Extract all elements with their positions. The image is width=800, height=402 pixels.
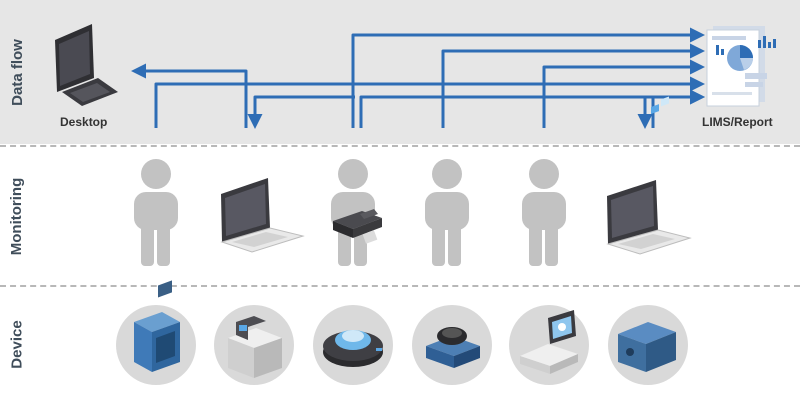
laptop-icon — [606, 180, 692, 255]
flow-arrow-3 — [351, 27, 705, 128]
flow-arrow-9 — [651, 89, 705, 128]
person-icon — [134, 159, 178, 266]
lims-report-icon — [706, 26, 776, 107]
flow-arrow-4 — [247, 95, 355, 129]
centrifuge-icon — [313, 305, 393, 385]
flow-arrow-6 — [441, 43, 705, 128]
flow-arrow-7 — [542, 59, 705, 128]
person-icon — [425, 159, 469, 266]
flow-arrow-5 — [359, 89, 705, 128]
flow-arrow-1 — [154, 76, 705, 128]
separator-bottom — [0, 285, 800, 287]
person-with-usb-icon — [331, 159, 382, 266]
desktop-icon — [55, 24, 118, 106]
desktop-label: Desktop — [60, 115, 108, 129]
laptop-icon — [220, 178, 305, 253]
mixer-icon — [412, 305, 492, 385]
flow-arrow-2 — [131, 63, 248, 128]
oven-icon — [116, 280, 196, 385]
separator-top — [0, 145, 800, 147]
person-icon — [522, 159, 566, 266]
analyzer-icon — [608, 96, 688, 385]
flow-arrow-8 — [544, 95, 653, 129]
lims-report-label: LIMS/Report — [702, 115, 773, 129]
microscope-icon — [509, 305, 589, 385]
water-bath-icon — [214, 305, 294, 385]
